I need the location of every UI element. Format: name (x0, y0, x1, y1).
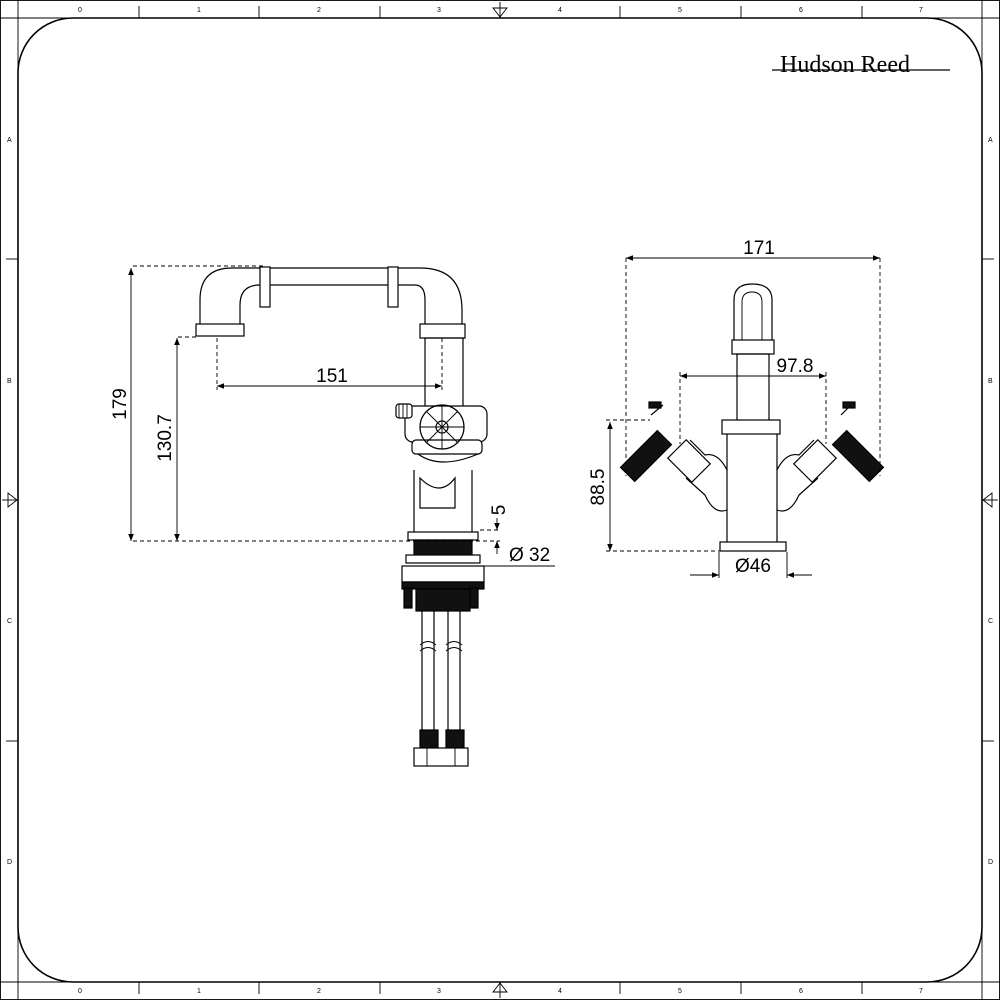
col-label-bottom: 0 (78, 988, 82, 995)
col-label-bottom: 5 (678, 988, 682, 995)
col-label-top: 1 (197, 7, 201, 14)
dim-overall-width: 171 (743, 238, 775, 259)
dim-height-spout: 130.7 (155, 414, 176, 462)
col-label-bottom: 6 (799, 988, 803, 995)
dim-handle-height: 88.5 (588, 469, 609, 506)
col-label-bottom: 3 (437, 988, 441, 995)
row-label-left: D (7, 859, 12, 866)
col-label-top: 3 (437, 7, 441, 14)
row-label-left: A (7, 137, 12, 144)
col-label-top: 6 (799, 7, 803, 14)
dim-height-total: 179 (110, 388, 131, 420)
dim-thread-diameter: Ø 32 (509, 545, 550, 566)
row-ticks (6, 258, 994, 742)
dim-base-diameter: Ø46 (735, 556, 771, 577)
col-label-bottom: 4 (558, 988, 562, 995)
row-label-left: C (7, 618, 12, 625)
col-label-top: 7 (919, 7, 923, 14)
col-label-top: 4 (558, 7, 562, 14)
col-label-bottom: 2 (317, 988, 321, 995)
dim-spout-reach: 151 (316, 366, 348, 387)
column-ticks (138, 6, 863, 994)
col-label-top: 2 (317, 7, 321, 14)
brand-logo: Hudson Reed (772, 52, 950, 78)
row-label-right: D (988, 859, 993, 866)
side-view: 179 130.7 151 5 Ø 32 (110, 265, 555, 767)
front-view: 171 97.8 88.5 Ø46 (588, 238, 885, 578)
row-label-right: C (988, 618, 993, 625)
row-label-right: A (988, 137, 993, 144)
row-label-right: B (988, 378, 993, 385)
col-label-bottom: 1 (197, 988, 201, 995)
brand-name: Hudson Reed (780, 52, 910, 78)
row-label-left: B (7, 378, 12, 385)
col-label-top: 0 (78, 7, 82, 14)
col-label-top: 5 (678, 7, 682, 14)
col-label-bottom: 7 (919, 988, 923, 995)
dim-nut-height: 5 (489, 505, 510, 516)
dim-handle-span: 97.8 (777, 356, 814, 377)
